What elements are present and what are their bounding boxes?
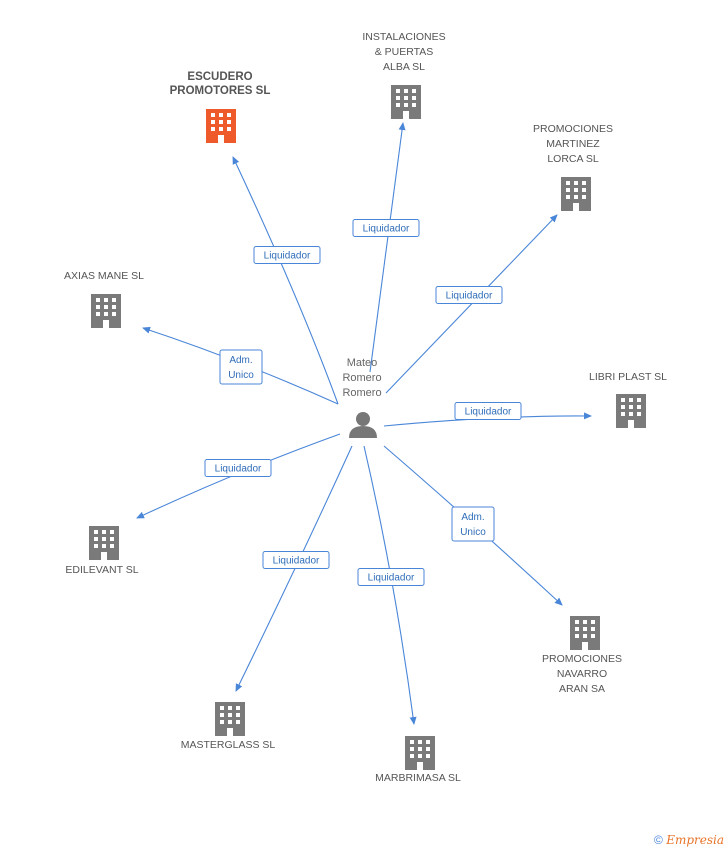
- building-icon: [561, 177, 591, 211]
- relation-box: [454, 402, 522, 420]
- building-icon: [91, 294, 121, 328]
- relation-badge-promociones-martinez[interactable]: Liquidador: [435, 286, 503, 304]
- company-label-line: PROMOCIONES: [542, 653, 622, 665]
- brand-logo-text: Empresia: [666, 833, 724, 847]
- person-icon: [349, 412, 377, 438]
- company-node-edilevant[interactable]: EDILEVANT SL: [65, 526, 139, 576]
- relation-label: Liquidador: [465, 407, 512, 418]
- company-node-instalaciones[interactable]: INSTALACIONES & PUERTAS ALBA SL: [362, 31, 446, 119]
- relation-label: Liquidador: [446, 291, 493, 302]
- relation-label: Liquidador: [368, 573, 415, 584]
- company-label-line: LORCA SL: [547, 153, 599, 165]
- company-label-line: ESCUDERO: [187, 71, 252, 83]
- relation-badge-masterglass[interactable]: Liquidador: [262, 551, 330, 569]
- company-node-escudero[interactable]: ESCUDERO PROMOTORES SL: [170, 71, 271, 143]
- relation-badge-instalaciones[interactable]: Liquidador: [352, 219, 420, 237]
- company-label-line: MASTERGLASS SL: [181, 739, 276, 751]
- company-label-line: EDILEVANT SL: [65, 564, 138, 576]
- relation-box: [253, 246, 321, 264]
- relation-badge-marbrimasa[interactable]: Liquidador: [357, 568, 425, 586]
- building-icon: [215, 702, 245, 736]
- company-label-line: INSTALACIONES: [362, 31, 445, 43]
- building-icon: [570, 616, 600, 650]
- relation-label: Liquidador: [215, 464, 262, 475]
- relation-badge-libri[interactable]: Liquidador: [454, 402, 522, 420]
- company-label-line: LIBRI PLAST SL: [589, 371, 667, 383]
- company-label-line: MARTINEZ: [546, 138, 600, 150]
- relation-badge-edilevant[interactable]: Liquidador: [204, 459, 272, 477]
- relation-box: [352, 219, 420, 237]
- relation-label: Liquidador: [363, 224, 410, 235]
- company-label-line: NAVARRO: [557, 668, 607, 680]
- relation-label: Liquidador: [273, 556, 320, 567]
- person-name-line: Romero: [342, 387, 381, 399]
- company-label-line: & PUERTAS: [375, 46, 434, 58]
- company-label-line: PROMOCIONES: [533, 123, 613, 135]
- relation-box: [451, 506, 495, 542]
- relation-badge-axias[interactable]: Adm. Unico: [219, 349, 263, 385]
- building-icon: [405, 736, 435, 770]
- relation-box: [219, 349, 263, 385]
- company-label-line: MARBRIMASA SL: [375, 772, 461, 784]
- company-node-libri[interactable]: LIBRI PLAST SL: [589, 371, 667, 428]
- relation-box: [357, 568, 425, 586]
- relations-layer: LiquidadorLiquidadorLiquidadorAdm.UnicoL…: [204, 219, 522, 586]
- relation-label: Unico: [228, 370, 254, 381]
- company-label-line: ALBA SL: [383, 61, 425, 73]
- building-icon: [616, 394, 646, 428]
- relation-label: Adm.: [229, 355, 252, 366]
- company-node-promociones-navarro[interactable]: PROMOCIONES NAVARRO ARAN SA: [542, 616, 622, 695]
- company-node-axias[interactable]: AXIAS MANE SL: [64, 270, 144, 328]
- company-label-line: ARAN SA: [559, 683, 605, 695]
- company-label-line: PROMOTORES SL: [170, 85, 271, 97]
- edge-instalaciones: [369, 122, 406, 373]
- relation-box: [204, 459, 272, 477]
- nodes-layer: ESCUDERO PROMOTORES SL INSTALACIONES & PUER…: [64, 31, 667, 784]
- person-name-line: Mateo: [347, 357, 378, 369]
- relation-label: Liquidador: [264, 251, 311, 262]
- company-label-line: AXIAS MANE SL: [64, 270, 144, 282]
- building-icon: [89, 526, 119, 560]
- edge-promociones-martinez: [385, 214, 558, 394]
- relation-badge-escudero[interactable]: Liquidador: [253, 246, 321, 264]
- building-icon: [206, 109, 236, 143]
- relation-label: Adm.: [461, 512, 484, 523]
- company-node-masterglass[interactable]: MASTERGLASS SL: [181, 702, 276, 751]
- copyright-symbol: ©: [654, 833, 663, 847]
- relation-box: [435, 286, 503, 304]
- relation-box: [262, 551, 330, 569]
- relation-badge-promociones-navarro[interactable]: Adm. Unico: [451, 506, 495, 542]
- building-icon: [391, 85, 421, 119]
- relation-label: Unico: [460, 527, 486, 538]
- company-node-marbrimasa[interactable]: MARBRIMASA SL: [375, 736, 461, 784]
- company-node-promociones-martinez[interactable]: PROMOCIONES MARTINEZ LORCA SL: [533, 123, 613, 211]
- person-name-line: Romero: [342, 372, 381, 384]
- footer-brand[interactable]: © Empresia: [654, 833, 724, 847]
- edge-escudero: [232, 156, 339, 405]
